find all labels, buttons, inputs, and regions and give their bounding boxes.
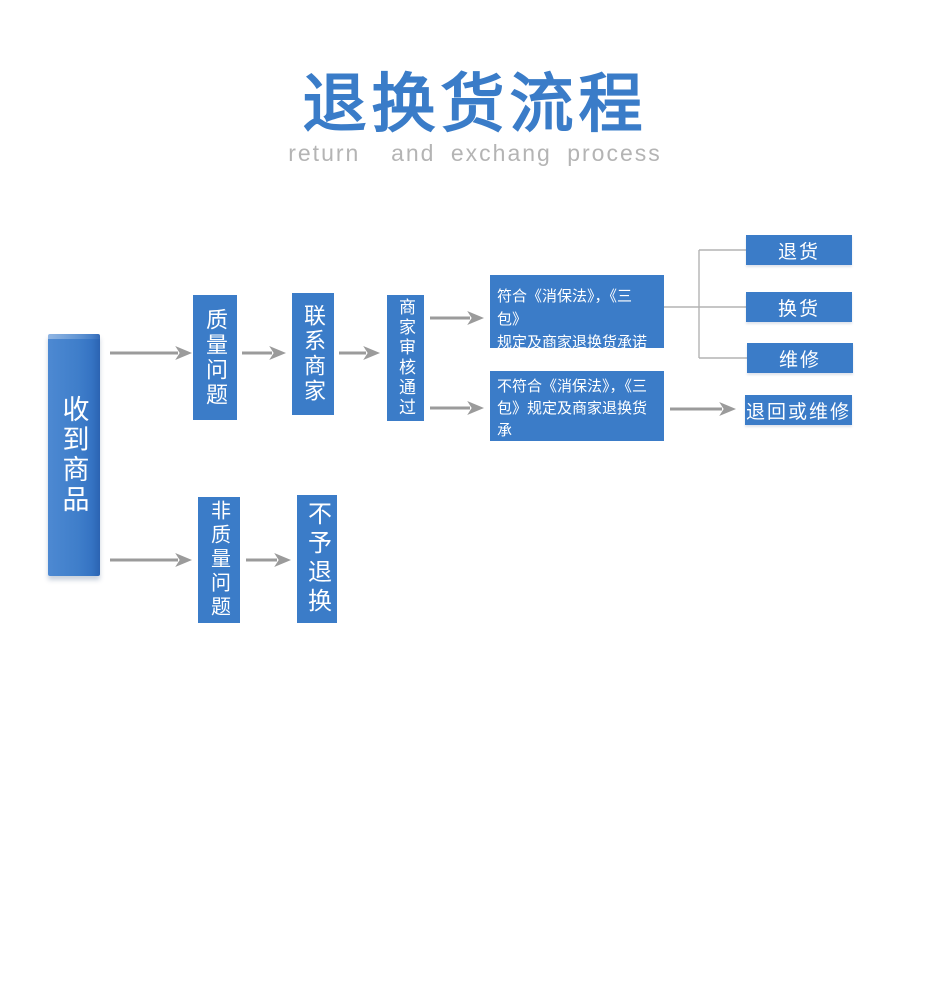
node-repair: 维修 bbox=[747, 343, 853, 373]
node-contact-seller: 联系商家 bbox=[292, 293, 334, 415]
bracket-comply-to-options bbox=[664, 249, 747, 359]
node-receive-goods: 收到商品 bbox=[48, 334, 100, 576]
node-non-quality-issue: 非质量问题 bbox=[198, 497, 240, 623]
header: 退换货流程 return and exchang process bbox=[0, 68, 950, 167]
node-comply-policy: 符合《消保法》，《三包》 规定及商家退换货承诺 bbox=[490, 275, 664, 351]
node-exchange-goods: 换货 bbox=[746, 292, 852, 322]
node-return-or-repair: 退回或维修 bbox=[745, 395, 852, 425]
node-return-goods: 退货 bbox=[746, 235, 852, 265]
node-not-comply-policy: 不符合《消保法》，《三 包》规定及商家退换货承 诺 bbox=[490, 371, 664, 461]
page-subtitle: return and exchang process bbox=[288, 140, 662, 167]
page-title: 退换货流程 bbox=[302, 68, 648, 140]
node-seller-review-pass: 商家审核通过 bbox=[387, 295, 424, 421]
node-no-return-exchange: 不予退换 bbox=[297, 495, 337, 623]
node-quality-issue: 质量问题 bbox=[193, 295, 237, 420]
